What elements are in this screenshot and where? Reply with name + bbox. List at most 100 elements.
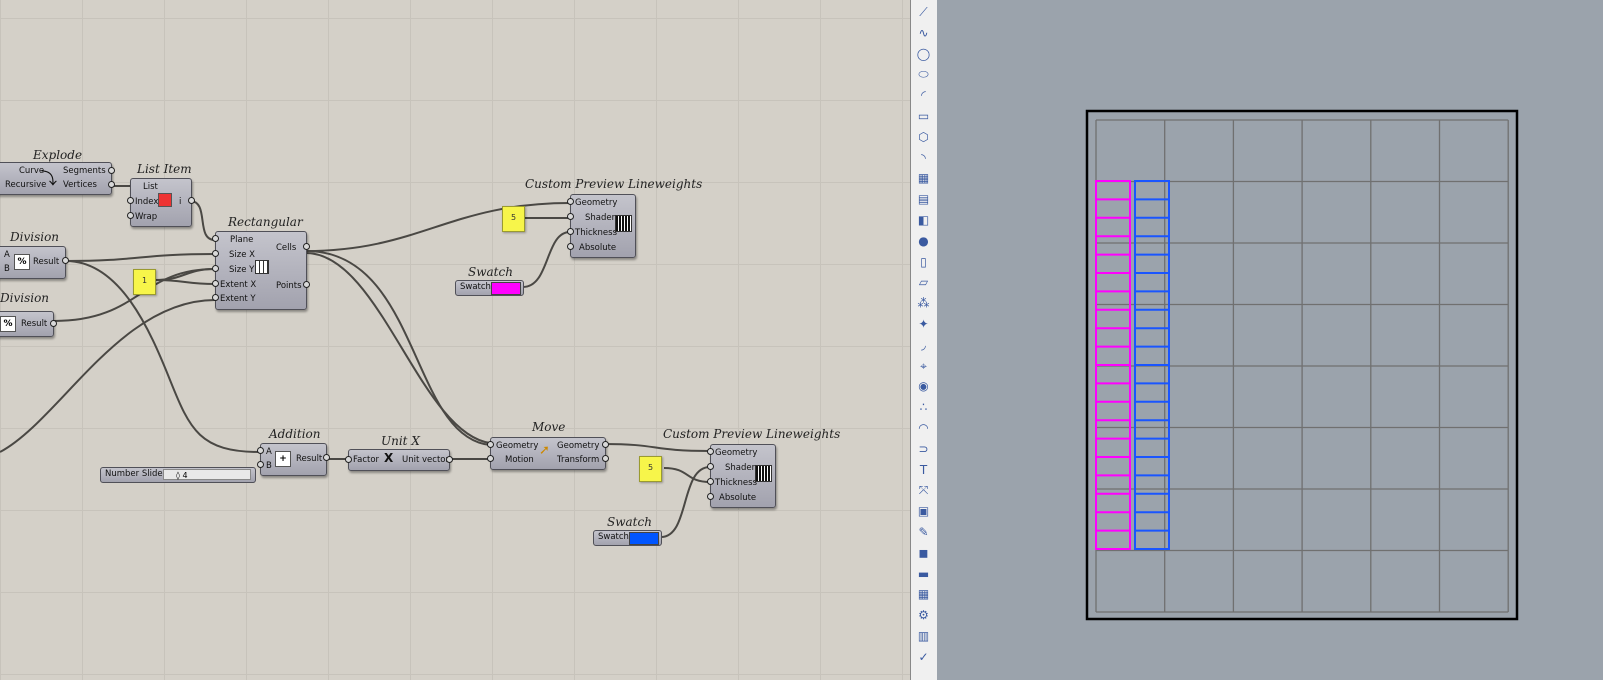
output-port[interactable] bbox=[62, 257, 69, 264]
block-icon[interactable]: ▥ bbox=[917, 629, 930, 643]
input-port[interactable] bbox=[567, 228, 574, 235]
boolean-icon[interactable]: ◉ bbox=[918, 379, 929, 394]
plus-icon: + bbox=[275, 451, 291, 467]
grid-icon[interactable]: ▦ bbox=[917, 587, 930, 602]
division-icon: % bbox=[0, 316, 16, 332]
curve-icon[interactable]: ∿ bbox=[918, 25, 929, 40]
input-port[interactable] bbox=[257, 447, 264, 454]
input-port[interactable] bbox=[707, 478, 714, 485]
box-icon[interactable]: ◧ bbox=[917, 213, 930, 227]
output-port[interactable] bbox=[323, 454, 330, 461]
addition-in-a: A bbox=[266, 447, 272, 457]
wire bbox=[663, 467, 711, 483]
gumball-icon[interactable]: ⚙ bbox=[918, 608, 929, 623]
output-port[interactable] bbox=[188, 197, 195, 204]
solid-icon[interactable]: ◼ bbox=[918, 545, 929, 560]
output-port[interactable] bbox=[303, 281, 310, 288]
number-slider[interactable]: Number Slider ◊ 4 bbox=[100, 467, 256, 483]
ellipse-icon[interactable]: ⬭ bbox=[918, 67, 929, 82]
input-port[interactable] bbox=[127, 212, 134, 219]
fillet-icon[interactable]: ◝ bbox=[921, 150, 926, 165]
polygon-icon[interactable]: ⬡ bbox=[918, 129, 929, 144]
input-port[interactable] bbox=[707, 463, 714, 470]
explode-in-recursive: Recursive bbox=[5, 180, 47, 190]
rectangular-in-extent-y: Extent Y bbox=[220, 294, 256, 304]
addition-title: Addition bbox=[269, 427, 321, 441]
input-port[interactable] bbox=[212, 235, 219, 242]
input-port[interactable] bbox=[257, 461, 264, 468]
division-2-component[interactable]: % Result bbox=[0, 311, 57, 337]
offset-icon[interactable]: ⊃ bbox=[918, 441, 929, 456]
output-port[interactable] bbox=[602, 441, 609, 448]
output-port[interactable] bbox=[108, 167, 115, 174]
unit-x-component[interactable]: Factor X Unit vector bbox=[345, 449, 453, 471]
input-port[interactable] bbox=[212, 265, 219, 272]
input-port[interactable] bbox=[567, 213, 574, 220]
number-panel-2[interactable]: 1 bbox=[133, 269, 156, 295]
input-port[interactable] bbox=[707, 493, 714, 500]
division-2-out-result: Result bbox=[21, 319, 48, 329]
dimension-icon[interactable]: ◞ bbox=[921, 337, 926, 352]
input-port[interactable] bbox=[707, 448, 714, 455]
array-icon[interactable]: ⁂ bbox=[917, 296, 930, 311]
input-port[interactable] bbox=[212, 294, 219, 301]
input-port[interactable] bbox=[487, 441, 494, 448]
list-item-component[interactable]: List Index Wrap i bbox=[127, 178, 195, 227]
snap-icon[interactable]: ⌖ bbox=[920, 358, 927, 373]
move-component[interactable]: Geometry Motion ➚ Geometry Transform bbox=[487, 437, 609, 470]
wire-layer bbox=[0, 185, 711, 538]
input-port[interactable] bbox=[345, 456, 352, 463]
cylinder-icon[interactable]: ▯ bbox=[920, 254, 927, 269]
swatch-2-color[interactable] bbox=[629, 532, 659, 545]
swatch-1-component[interactable]: Swatch bbox=[455, 280, 524, 296]
wire bbox=[0, 299, 216, 453]
preview-1-in-absolute: Absolute bbox=[579, 243, 617, 253]
wire bbox=[603, 443, 711, 452]
transform-icon[interactable]: ⤧ bbox=[918, 483, 929, 498]
swatch-2-component[interactable]: Swatch bbox=[593, 530, 662, 546]
check-icon[interactable]: ✓ bbox=[918, 649, 929, 664]
input-port[interactable] bbox=[127, 197, 134, 204]
input-port[interactable] bbox=[212, 250, 219, 257]
rectangular-component[interactable]: Plane Size X Size Y Extent X Extent Y Ce… bbox=[212, 231, 310, 310]
input-port[interactable] bbox=[567, 198, 574, 205]
output-port[interactable] bbox=[108, 181, 115, 188]
text-icon[interactable]: T bbox=[919, 462, 928, 477]
sphere-icon[interactable]: ● bbox=[918, 233, 929, 248]
swatch-1-title: Swatch bbox=[468, 265, 513, 279]
explode-icon[interactable]: ✦ bbox=[918, 317, 929, 331]
output-port[interactable] bbox=[303, 243, 310, 250]
number-panel-1[interactable]: 5 bbox=[502, 206, 525, 232]
slider-track[interactable]: ◊ 4 bbox=[163, 469, 251, 480]
rhino-viewport[interactable] bbox=[937, 0, 1603, 680]
plane-icon[interactable]: ▱ bbox=[918, 275, 929, 290]
surface-icon[interactable]: ▦ bbox=[917, 171, 930, 186]
output-port[interactable] bbox=[446, 456, 453, 463]
wire bbox=[660, 466, 711, 538]
rectangle-icon[interactable]: ▭ bbox=[917, 109, 930, 123]
points-icon[interactable]: ∴ bbox=[919, 400, 928, 415]
measure-icon[interactable]: ▬ bbox=[917, 566, 930, 581]
input-port[interactable] bbox=[212, 280, 219, 287]
custom-preview-2-component[interactable]: Geometry Shader Thickness Absolute bbox=[707, 444, 776, 508]
list-item-in-wrap: Wrap bbox=[135, 212, 158, 222]
input-port[interactable] bbox=[567, 243, 574, 250]
output-port[interactable] bbox=[50, 320, 57, 327]
circle-icon[interactable]: ◯ bbox=[916, 46, 931, 61]
grasshopper-canvas[interactable]: Explode Curve Recursive ⤵ Segments Verti… bbox=[0, 0, 910, 680]
group-icon[interactable]: ▣ bbox=[917, 504, 930, 519]
unit-x-in-factor: Factor bbox=[353, 455, 380, 465]
curve-edit-icon[interactable]: ◠ bbox=[918, 421, 929, 435]
swatch-1-color[interactable] bbox=[491, 282, 521, 295]
explode-component[interactable]: Curve Recursive ⤵ Segments Vertices bbox=[0, 162, 115, 195]
input-port[interactable] bbox=[487, 455, 494, 462]
extrude-icon[interactable]: ▤ bbox=[917, 192, 930, 207]
division-1-component[interactable]: A B % Result bbox=[0, 246, 69, 279]
addition-component[interactable]: A B + Result bbox=[257, 443, 330, 476]
edit-icon[interactable]: ✎ bbox=[918, 525, 929, 539]
custom-preview-1-component[interactable]: Geometry Shader Thickness Absolute bbox=[567, 194, 636, 258]
arc-icon[interactable]: ◜ bbox=[921, 88, 926, 103]
number-panel-3[interactable]: 5 bbox=[639, 456, 662, 482]
polyline-icon[interactable]: ⟋ bbox=[919, 5, 928, 19]
output-port[interactable] bbox=[602, 455, 609, 462]
